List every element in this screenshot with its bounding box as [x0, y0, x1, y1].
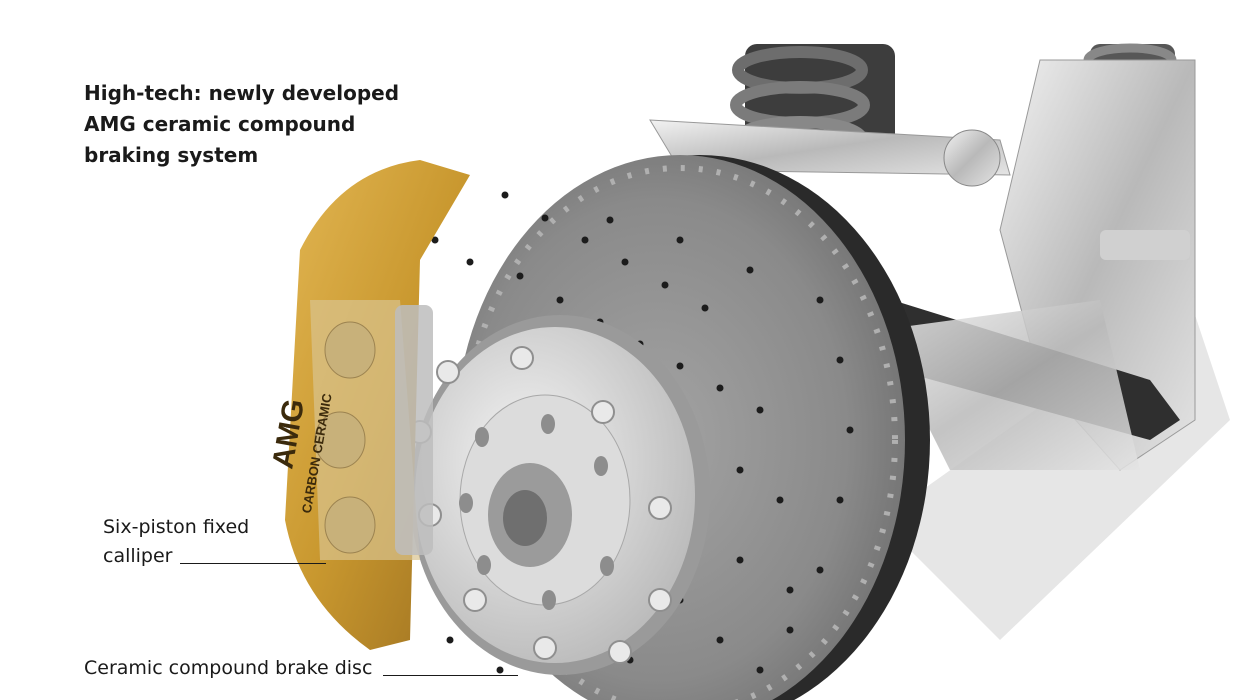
wheel-hub — [408, 315, 710, 675]
six-piston-calliper — [285, 160, 470, 650]
hub-holes — [459, 414, 614, 610]
page-title: High-tech: newly developed AMG ceramic c… — [84, 78, 404, 171]
title-line-2: AMG ceramic compound — [84, 112, 356, 136]
calliper-leader-line — [180, 563, 326, 564]
title-line-1: High-tech: newly developed — [84, 81, 400, 105]
suspension-arms — [649, 59, 1196, 471]
calliper-label-line-1: Six-piston fixed — [103, 516, 250, 538]
disc-label: Ceramic compound brake disc — [84, 657, 373, 679]
calliper-label-line-2: calliper — [103, 545, 173, 567]
disc-leader-line — [383, 675, 518, 676]
title-line-3: braking system — [84, 143, 259, 167]
calliper-pistons — [314, 321, 376, 554]
